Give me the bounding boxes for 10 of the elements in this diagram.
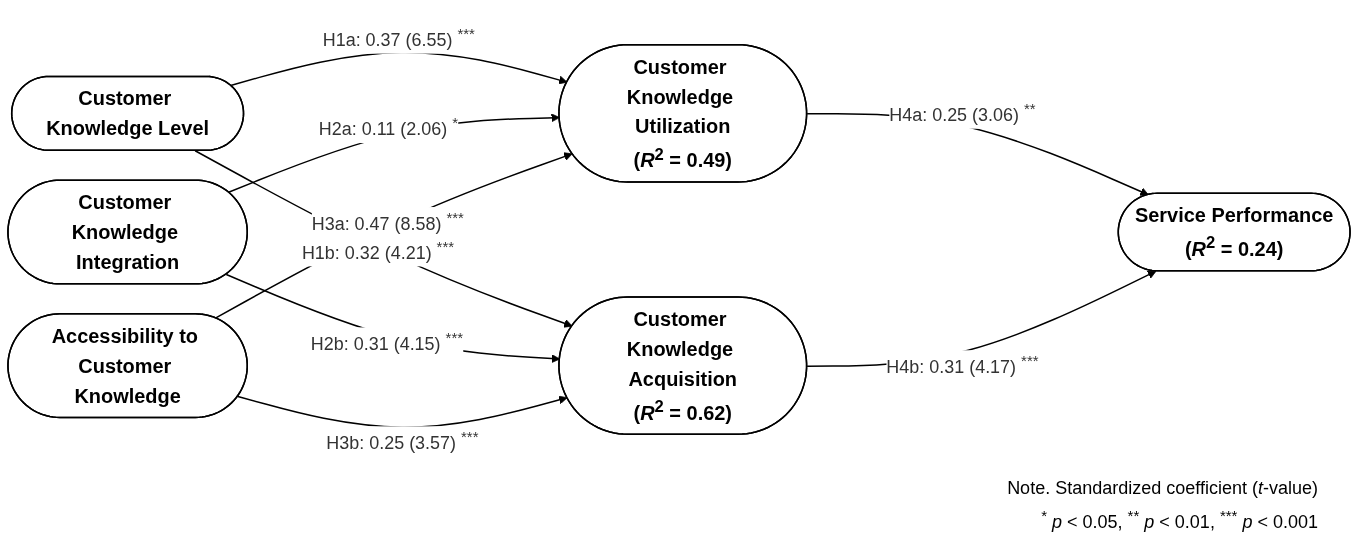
edge-label: H2a: 0.11 (2.06) $^{*}$ — [318, 114, 459, 140]
edge-label: H4a: 0.25 (3.06) $^{**}$ — [889, 99, 1036, 125]
edge-label: H2b: 0.31 (4.15) $^{***}$ — [310, 329, 464, 355]
note-text: Note. Standardized coefficient (t-value) — [1007, 478, 1318, 499]
edge-label: H1a: 0.37 (6.55) $^{***}$ — [322, 24, 475, 50]
edge-label: H3b: 0.25 (3.57) $^{***}$ — [326, 428, 479, 454]
edge-label: H3a: 0.47 (8.58) $^{***}$ — [311, 209, 464, 235]
edge-label: H4b: 0.31 (4.17) $^{***}$ — [886, 352, 1039, 378]
edge-label: H1b: 0.32 (4.21) $^{***}$ — [301, 237, 455, 263]
note-text: $^{*}$ p < 0.05, $^{**}$ p < 0.01, $^{***}$ p < 0.001 — [1040, 507, 1318, 533]
